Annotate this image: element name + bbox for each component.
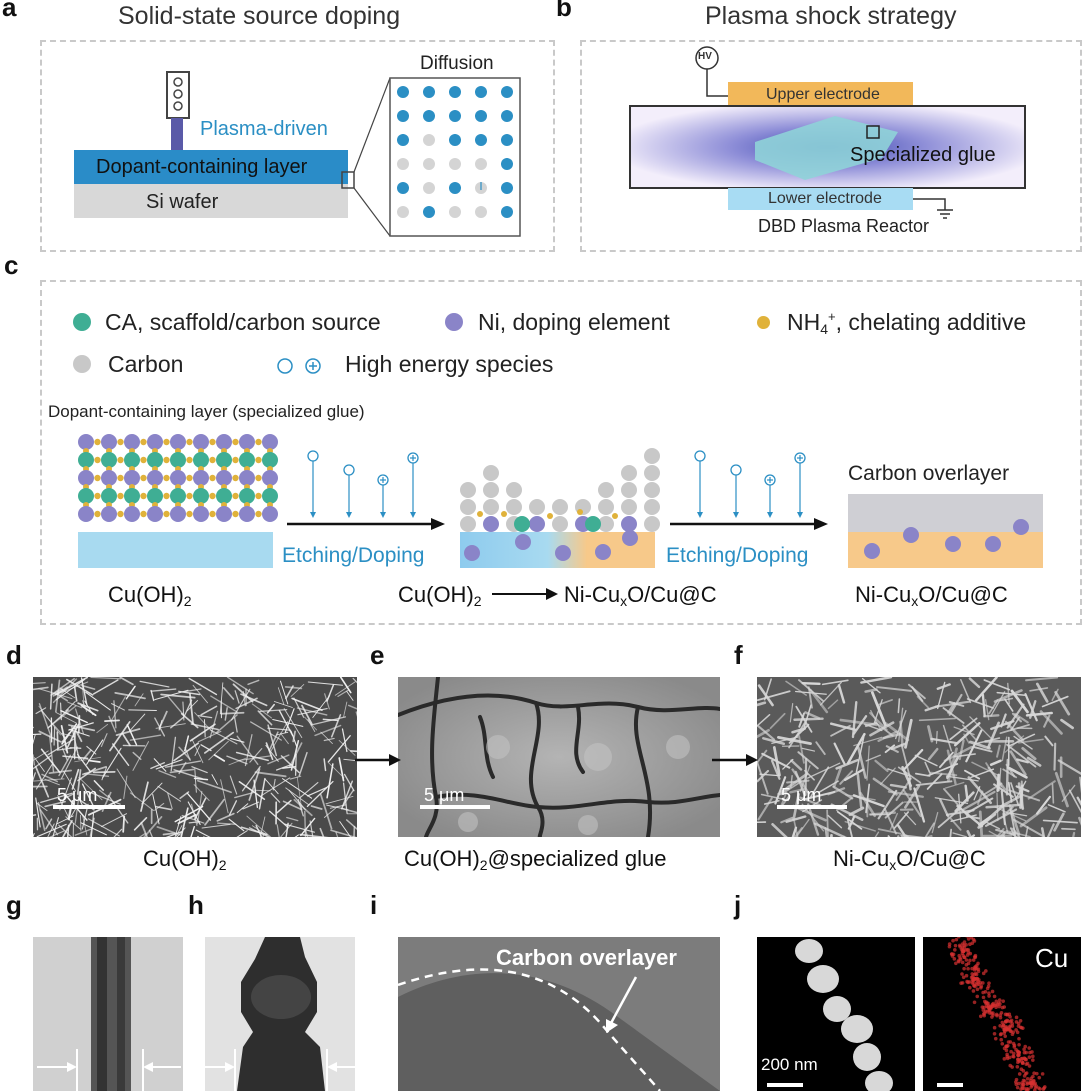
- lower-electrode-label: Lower electrode: [768, 190, 882, 208]
- panel-c-process-diagram: [40, 420, 1082, 580]
- legend-ca: CA, scaffold/carbon source: [105, 309, 381, 336]
- panel-label-d: d: [6, 640, 22, 671]
- specialized-glue-label: Specialized glue: [850, 144, 996, 167]
- panel-label-j: j: [734, 890, 741, 921]
- panel-label-i: i: [370, 890, 377, 921]
- sem-image-e: 5 μm: [398, 677, 720, 837]
- sem-image-f: 5 μm: [757, 677, 1081, 837]
- scale-bar-j: 200 nm: [761, 1055, 818, 1075]
- arrow-e-to-f: [712, 750, 762, 770]
- panel-label-b: b: [556, 0, 572, 23]
- etching-doping-label-1: Etching/Doping: [282, 544, 424, 568]
- plasma-driven-label: Plasma-driven: [200, 118, 328, 141]
- panel-b-title: Plasma shock strategy: [705, 2, 957, 31]
- legend-carbon: Carbon: [108, 351, 183, 378]
- ni-dot-icon: [445, 313, 463, 331]
- caption-stage3: Ni-CuxO/Cu@C: [855, 582, 1008, 609]
- element-label-cu: Cu: [1035, 943, 1068, 974]
- panel-label-c: c: [4, 250, 18, 281]
- tem-image-g: [33, 937, 183, 1091]
- carbon-dot-icon: [73, 355, 91, 373]
- si-wafer-label: Si wafer: [146, 191, 218, 214]
- legend-nh4: NH4+, chelating additive: [787, 309, 1026, 337]
- caption-stage2: Cu(OH)2 Ni-CuxO/Cu@C: [398, 582, 717, 609]
- scale-bar-d: 5 μm: [57, 785, 97, 806]
- upper-electrode-label: Upper electrode: [766, 86, 880, 104]
- caption-d: Cu(OH)2: [143, 846, 227, 873]
- haadf-image-j: 200 nm: [757, 937, 915, 1091]
- caption-stage1: Cu(OH)2: [108, 582, 192, 609]
- high-energy-icon: [276, 356, 326, 376]
- tem-image-h: [205, 937, 355, 1091]
- caption-f: Ni-CuxO/Cu@C: [833, 846, 986, 873]
- panel-label-g: g: [6, 890, 22, 921]
- nh4-dot-icon: [757, 316, 770, 329]
- caption-e: Cu(OH)2@specialized glue: [404, 846, 666, 873]
- scale-bar-e: 5 μm: [424, 785, 464, 806]
- stage1-substrate: [78, 532, 273, 568]
- panel-label-h: h: [188, 890, 204, 921]
- scale-bar-f: 5 μm: [781, 785, 821, 806]
- ca-dot-icon: [73, 313, 91, 331]
- diffusion-label: Diffusion: [420, 53, 494, 75]
- sem-image-d: 5 μm: [33, 677, 357, 837]
- arrow-d-to-e: [355, 750, 405, 770]
- legend-high-energy: High energy species: [345, 351, 553, 378]
- plasma-source-icon: [167, 72, 189, 118]
- panel-label-a: a: [2, 0, 16, 23]
- etching-doping-label-2: Etching/Doping: [666, 544, 808, 568]
- panel-label-e: e: [370, 640, 384, 671]
- hrtem-image-i: Carbon overlayer: [398, 937, 720, 1091]
- panel-label-f: f: [734, 640, 743, 671]
- dopant-layer-label: Dopant-containing layer: [96, 156, 307, 179]
- plasma-jet: [171, 118, 183, 150]
- carbon-overlayer-label-i: Carbon overlayer: [496, 945, 677, 971]
- scale-bar-cu: [937, 1083, 963, 1087]
- legend-ni: Ni, doping element: [478, 309, 670, 336]
- eds-map-cu: Cu: [923, 937, 1081, 1091]
- dopant-layer-glue-label: Dopant-containing layer (specialized glu…: [48, 402, 365, 422]
- hv-label: HV: [698, 51, 712, 62]
- panel-a-title: Solid-state source doping: [118, 2, 400, 31]
- reactor-label: DBD Plasma Reactor: [758, 216, 929, 237]
- carbon-overlayer-label: Carbon overlayer: [848, 462, 1009, 486]
